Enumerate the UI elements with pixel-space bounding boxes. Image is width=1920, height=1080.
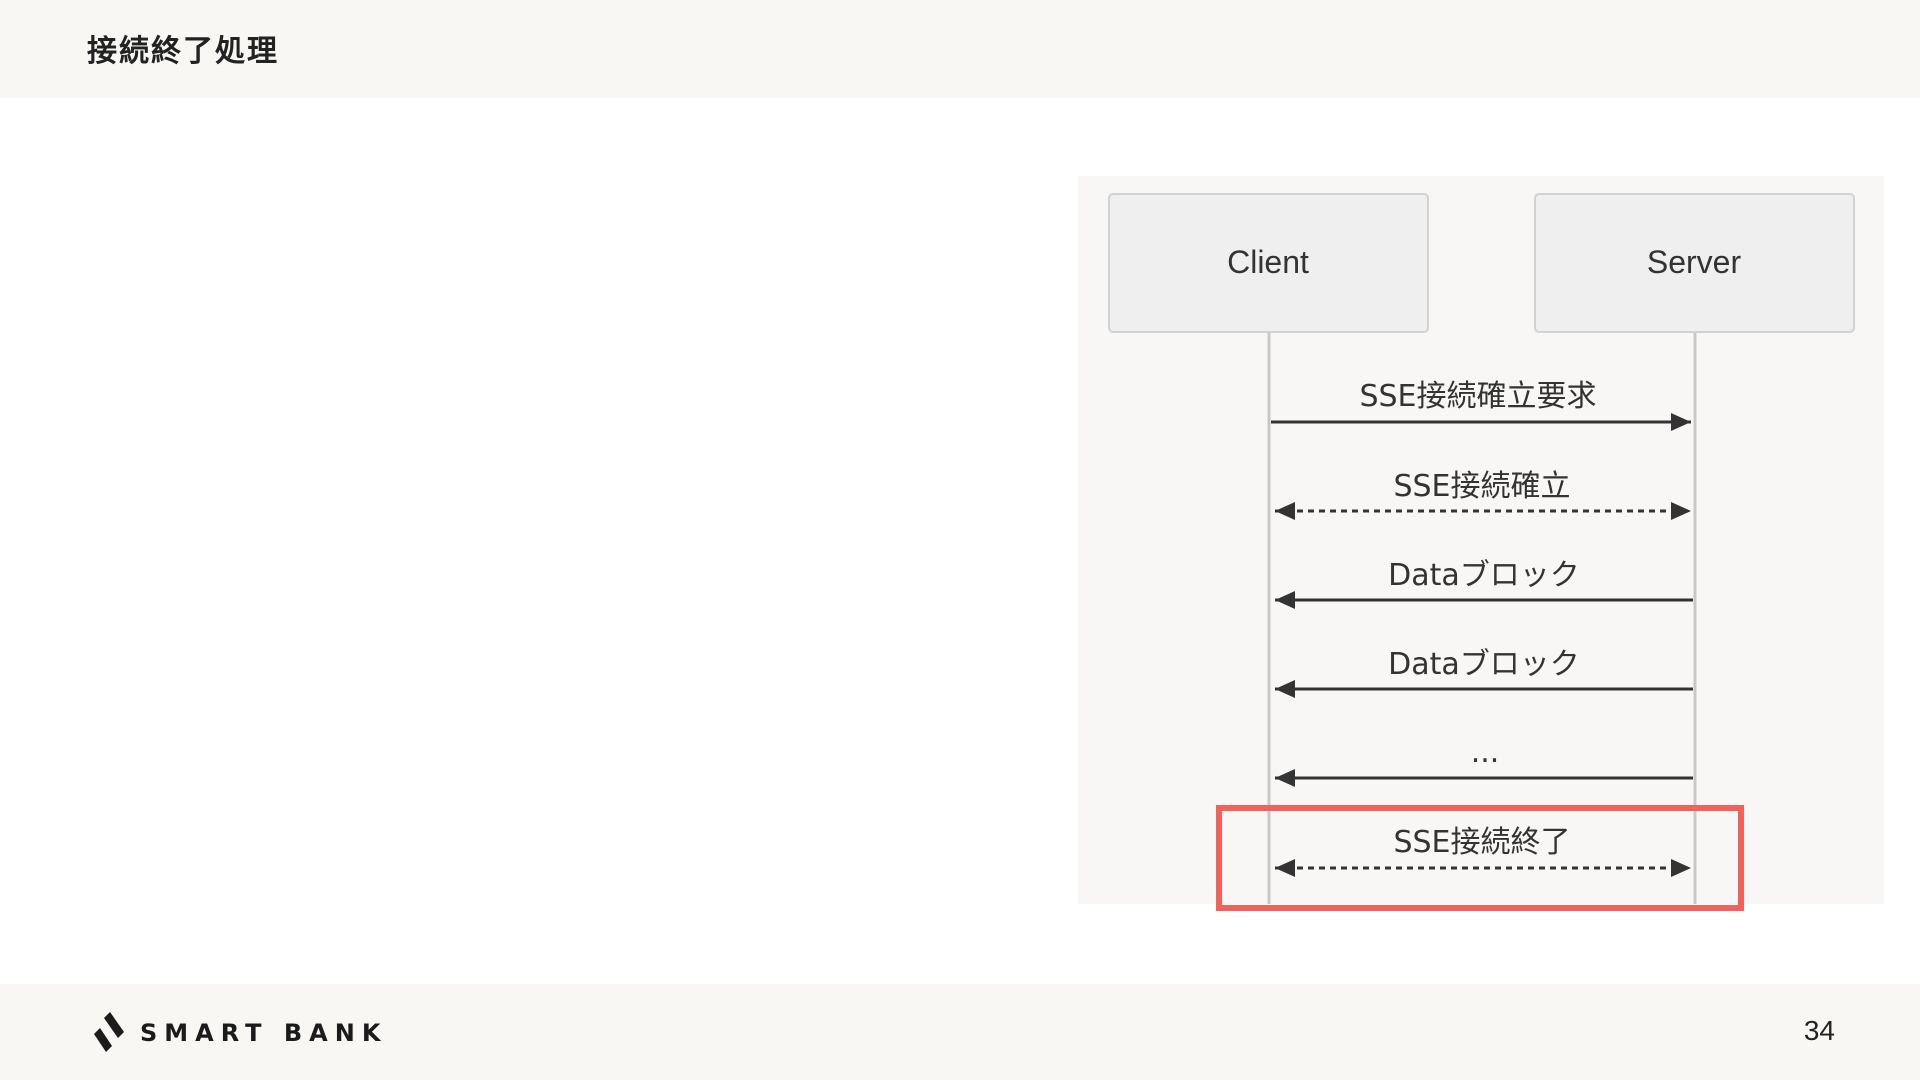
participant-server: Server <box>1534 193 1855 333</box>
slide-title: 接続終了処理 <box>87 34 279 69</box>
participant-server-label: Server <box>1647 244 1742 280</box>
slide-footer <box>0 984 1920 1080</box>
sequence-diagram-svg: Client Server SSE接続確立要求 SSE接続確立 Dataブロック… <box>1108 193 1855 904</box>
message-label-1: SSE接続確立要求 <box>1359 379 1596 414</box>
slide-header: 接続終了処理 <box>0 0 1920 98</box>
participant-client: Client <box>1108 193 1429 333</box>
smartbank-logo-text: SMART BANK <box>140 1019 388 1047</box>
message-label-3: Dataブロック <box>1388 558 1580 593</box>
smartbank-logo: SMART BANK <box>90 1012 390 1052</box>
message-label-5: ... <box>1471 735 1500 770</box>
participant-client-label: Client <box>1227 244 1309 280</box>
message-label-2: SSE接続確立 <box>1393 469 1570 504</box>
message-label-4: Dataブロック <box>1388 647 1580 682</box>
message-label-6: SSE接続終了 <box>1393 825 1570 860</box>
page-number: 34 <box>1803 1015 1835 1046</box>
smartbank-logo-icon <box>94 1012 124 1052</box>
sequence-diagram: Client Server SSE接続確立要求 SSE接続確立 Dataブロック… <box>1078 176 1884 904</box>
